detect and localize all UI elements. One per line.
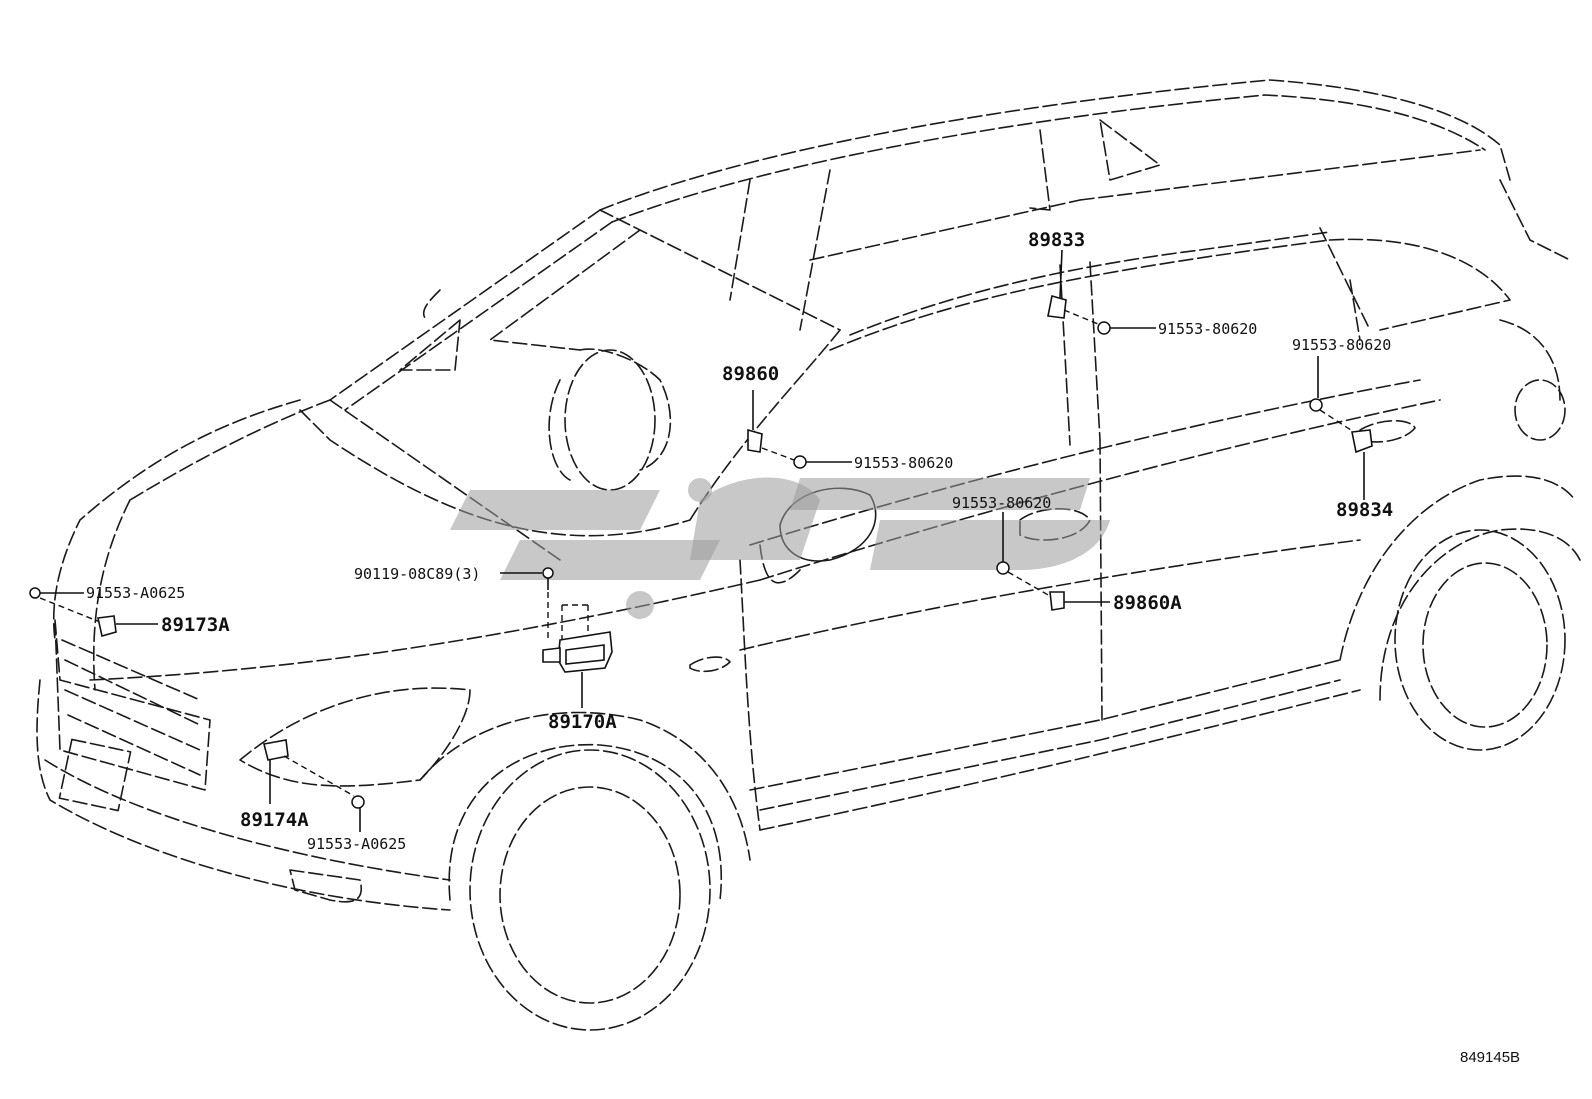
figure-code: 849145B	[1460, 1049, 1520, 1066]
part-89834[interactable]: 89834	[1336, 429, 1393, 521]
bolt-91553-A0625-a[interactable]: 91553-A0625	[29, 584, 185, 623]
bolt-90119-08C89[interactable]: 90119-08C89(3)	[354, 565, 589, 640]
part-89173A[interactable]: 89173A	[97, 614, 230, 638]
part-89860[interactable]: 89860	[722, 363, 795, 461]
bolt-91553-80620-a[interactable]: 91553-80620	[1097, 320, 1257, 338]
label-90119-08C89: 90119-08C89(3)	[354, 565, 480, 583]
watermark-logo	[450, 477, 1110, 619]
label-91553-A0625-a: 91553-A0625	[86, 584, 185, 602]
label-91553-80620-d: 91553-80620	[952, 494, 1051, 512]
label-89170A: 89170A	[548, 711, 617, 733]
part-89833[interactable]: 89833	[1028, 229, 1099, 325]
part-89174A[interactable]: 89174A	[240, 739, 355, 831]
label-89860A: 89860A	[1113, 592, 1182, 614]
label-91553-80620-c: 91553-80620	[854, 454, 953, 472]
label-91553-80620-a: 91553-80620	[1158, 320, 1257, 338]
label-89834: 89834	[1336, 499, 1393, 521]
part-89860A[interactable]: 89860A	[1049, 591, 1182, 614]
label-89173A: 89173A	[161, 614, 230, 636]
label-89174A: 89174A	[240, 809, 309, 831]
label-91553-A0625-b: 91553-A0625	[307, 835, 406, 853]
bolt-91553-80620-c[interactable]: 91553-80620	[793, 454, 953, 472]
bolt-91553-80620-b[interactable]: 91553-80620	[1292, 336, 1391, 433]
part-89170A[interactable]: 89170A	[542, 631, 617, 733]
bolt-91553-A0625-b[interactable]: 91553-A0625	[307, 795, 406, 853]
bolt-91553-80620-d[interactable]: 91553-80620	[952, 494, 1051, 597]
car-outline	[36, 79, 1581, 1031]
label-89860: 89860	[722, 363, 779, 385]
label-89833: 89833	[1028, 229, 1085, 251]
label-91553-80620-b: 91553-80620	[1292, 336, 1391, 354]
